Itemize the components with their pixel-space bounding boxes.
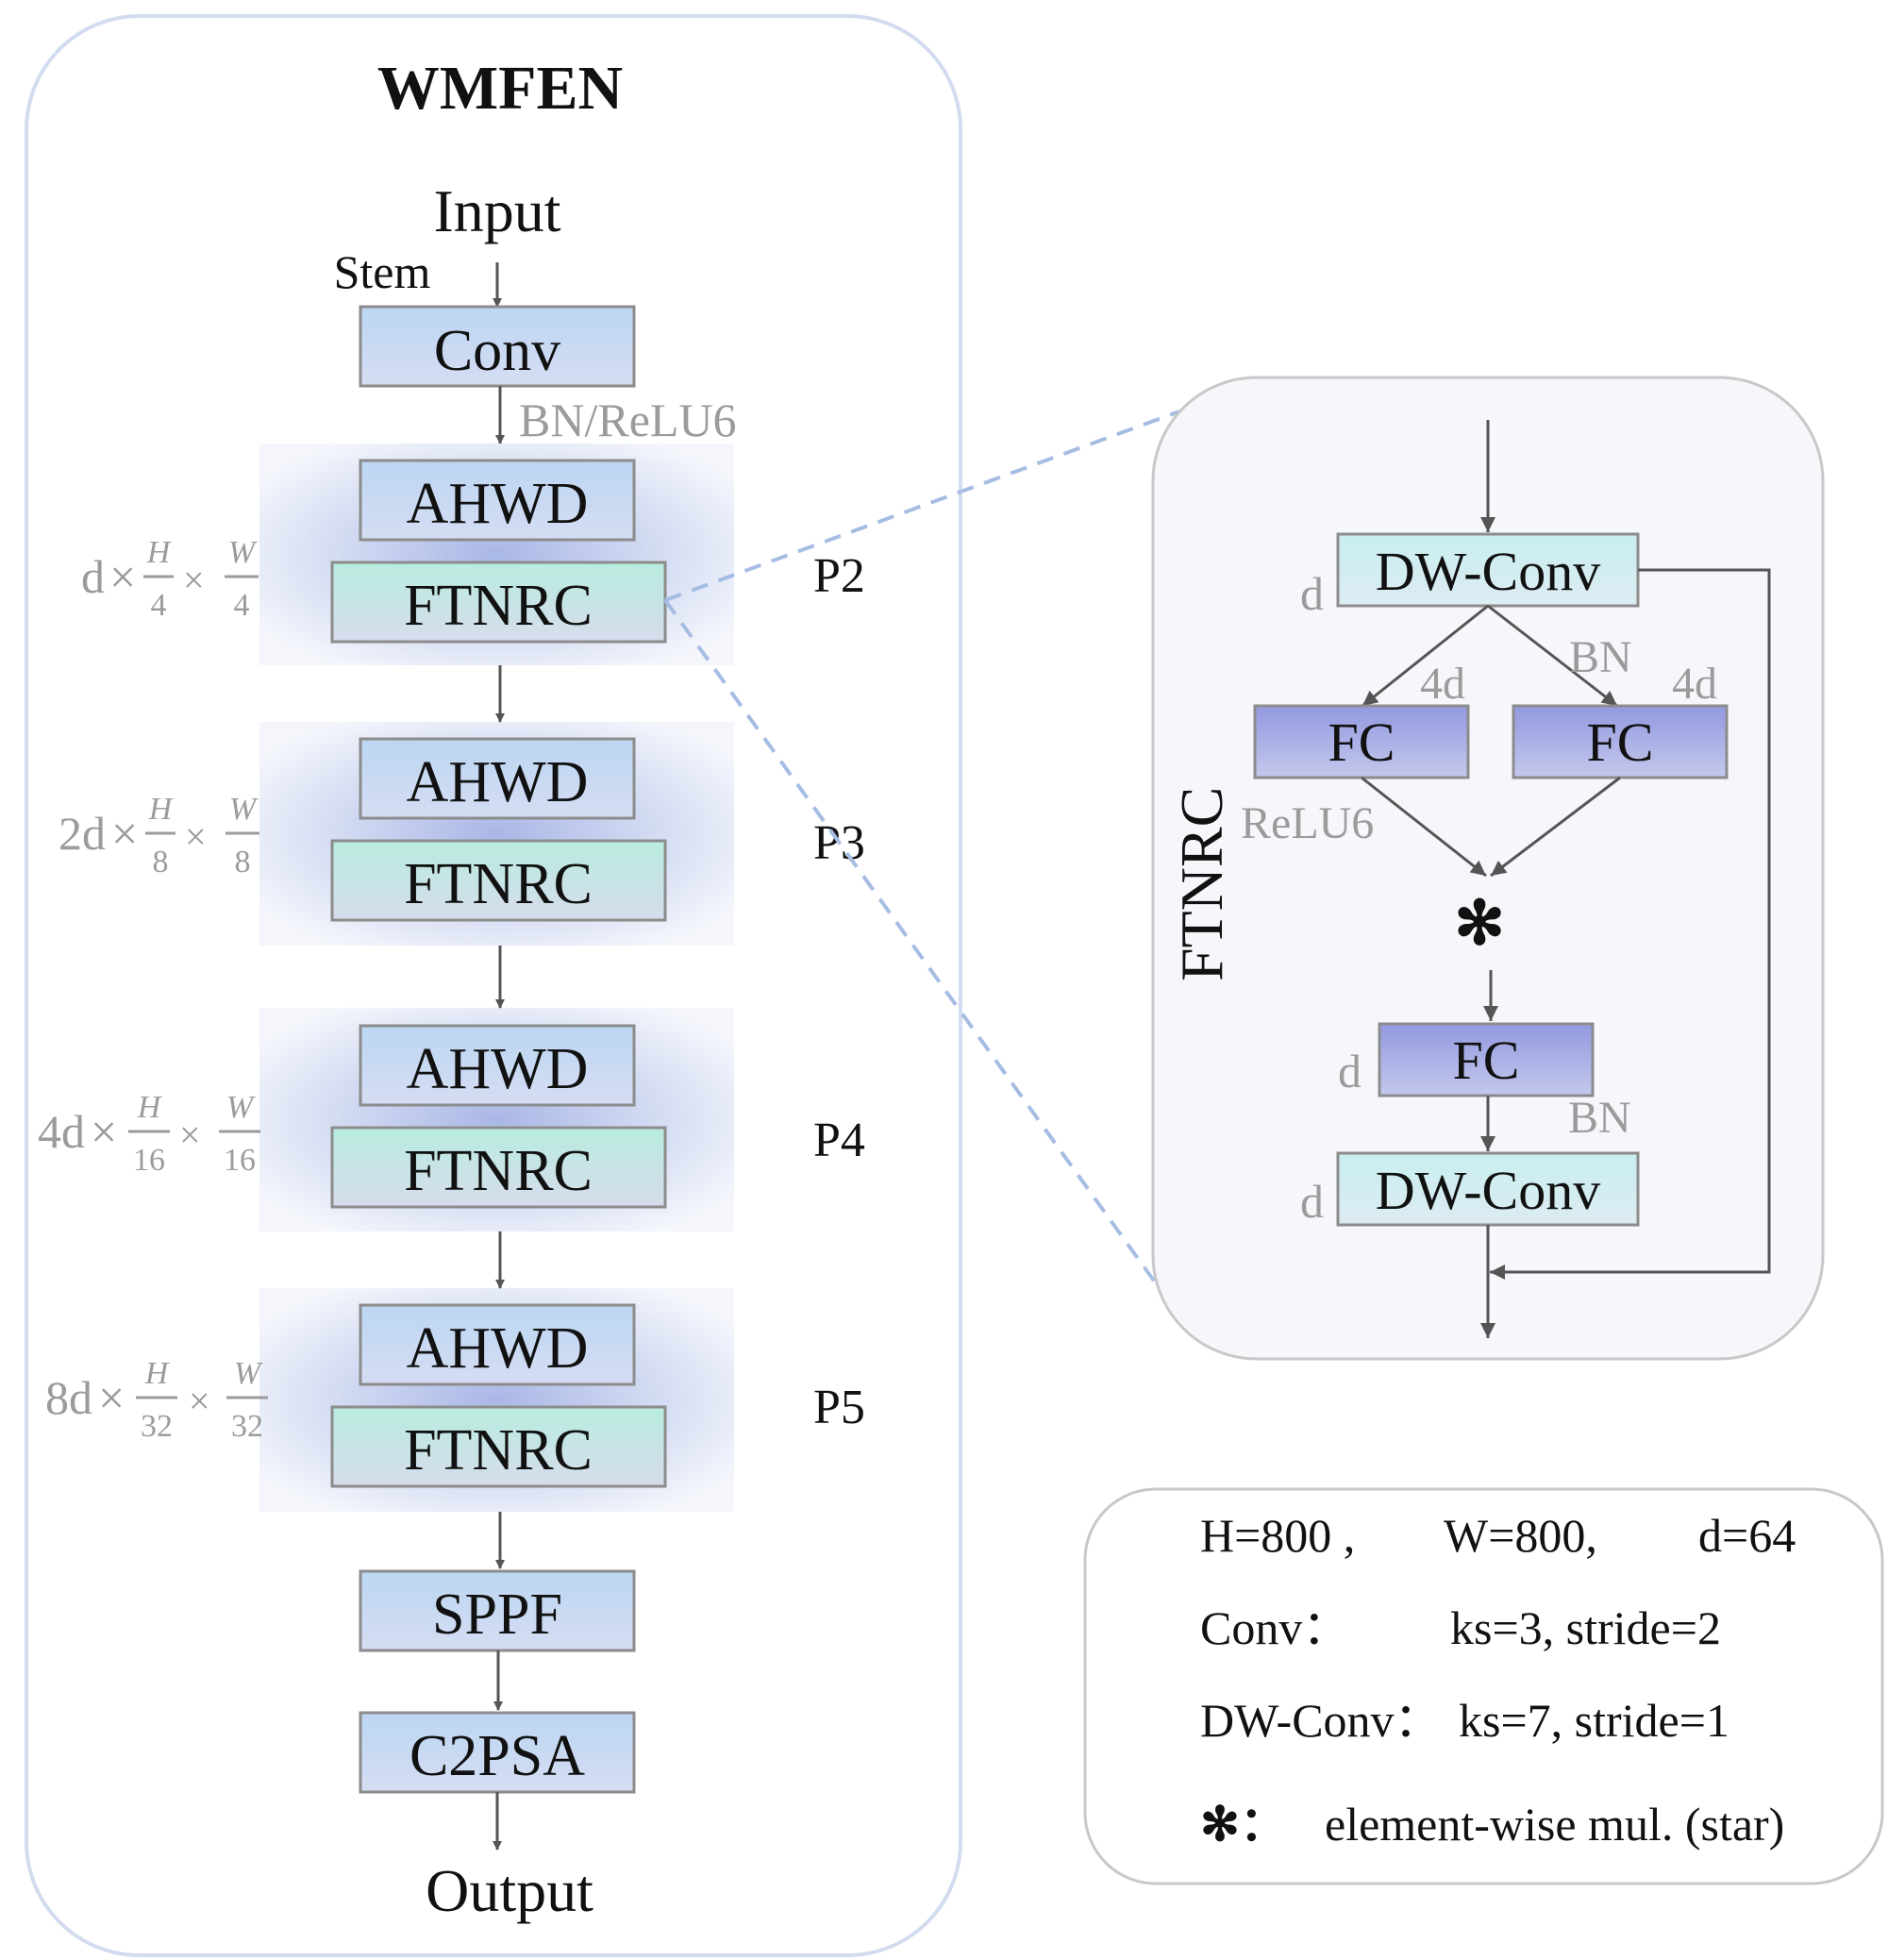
ahwd-block-p5 [359, 1303, 636, 1386]
svg-text:H: H [144, 1356, 171, 1391]
dwconv-bottom-block [1336, 1151, 1640, 1227]
conv-label: Conv [434, 319, 560, 383]
svg-text:8: 8 [153, 845, 169, 879]
c2psa-block [359, 1711, 636, 1794]
ftnrc-label-p4: FTNRC [404, 1139, 593, 1203]
fc-left-label: FC [1328, 712, 1395, 773]
dwconv-bottom-label: DW-Conv [1376, 1160, 1600, 1221]
legend-dwconv-name: DW-Conv： [1200, 1694, 1442, 1747]
svg-text:×: × [179, 1114, 201, 1156]
fc-bottom-label: FC [1453, 1030, 1520, 1091]
stage-label-p2: P2 [813, 549, 865, 603]
legend-conv-value: ks=3, stride=2 [1450, 1601, 1721, 1654]
size-annotation-p3: 2d × H 8 × W 8 [58, 792, 259, 879]
size-annotation-p2: d × H 4 × W 4 [81, 535, 259, 623]
svg-text:×: × [111, 807, 138, 860]
size-annotation-p5: 8d × H 32 × W 32 [45, 1356, 268, 1444]
ahwd-block-p4 [359, 1024, 636, 1107]
ftnrc-panel-title: FTNRC [1168, 787, 1235, 981]
svg-text:H: H [148, 792, 175, 827]
ahwd-label-p5: AHWD [407, 1316, 589, 1381]
ftnrc-panel [1151, 376, 1825, 1361]
fc-bottom-dim: d [1338, 1045, 1362, 1097]
stage-label-p4: P4 [813, 1114, 865, 1167]
svg-text:8d: 8d [45, 1371, 92, 1424]
svg-text:32: 32 [141, 1409, 173, 1444]
sppf-label: SPPF [432, 1583, 562, 1647]
svg-text:×: × [189, 1380, 210, 1422]
wmfen-title: WMFEN [377, 54, 623, 123]
dwconv-top-label: DW-Conv [1376, 541, 1600, 602]
legend-star-value: element-wise mul. (star) [1325, 1798, 1784, 1851]
ahwd-block-p3 [359, 737, 636, 820]
ftnrc-block-p3 [330, 839, 667, 922]
svg-text:16: 16 [224, 1143, 256, 1178]
svg-text:4: 4 [151, 588, 167, 623]
star-operator: ✻ [1454, 890, 1505, 957]
ahwd-label-p3: AHWD [407, 750, 589, 814]
ftnrc-block-p4 [330, 1126, 667, 1209]
fc-left-dim: 4d [1420, 659, 1465, 709]
svg-text:W: W [228, 535, 258, 570]
c2psa-label: C2PSA [409, 1724, 585, 1788]
bn-bottom-label: BN [1568, 1093, 1631, 1143]
size-annotation-p4: 4d × H 16 × W 16 [38, 1090, 260, 1178]
svg-text:×: × [185, 815, 207, 858]
fc-left-block [1253, 704, 1470, 779]
output-label: Output [426, 1857, 593, 1924]
svg-text:×: × [98, 1371, 125, 1424]
arrow-fc-left-star [1361, 776, 1487, 878]
legend-star-name: ✻： [1200, 1798, 1287, 1851]
svg-text:32: 32 [231, 1409, 263, 1444]
svg-text:W: W [234, 1356, 263, 1391]
ftnrc-block-p5 [330, 1405, 667, 1488]
fc-right-dim: 4d [1672, 659, 1717, 709]
svg-text:d: d [81, 550, 105, 603]
svg-text:8: 8 [235, 845, 251, 879]
stem-label: Stem [334, 245, 431, 298]
svg-text:W: W [226, 1090, 256, 1125]
legend-d: d=64 [1698, 1509, 1796, 1562]
legend-w: W=800, [1444, 1509, 1597, 1562]
bn-top-label: BN [1569, 632, 1632, 682]
svg-text:H: H [146, 535, 173, 570]
ftnrc-label-p3: FTNRC [404, 852, 593, 916]
legend-conv-name: Conv： [1200, 1601, 1349, 1654]
arrow-fc-right-star [1490, 776, 1621, 878]
svg-text:4: 4 [234, 588, 250, 623]
svg-text:H: H [137, 1090, 163, 1125]
svg-text:×: × [109, 550, 136, 603]
svg-text:2d: 2d [58, 807, 106, 860]
input-label: Input [433, 177, 560, 244]
legend-dwconv-value: ks=7, stride=1 [1459, 1694, 1729, 1747]
zoom-line-top [664, 410, 1180, 602]
ahwd-label-p4: AHWD [407, 1037, 589, 1101]
legend-panel [1083, 1487, 1884, 1885]
svg-text:W: W [229, 792, 259, 827]
ahwd-block-p2 [359, 459, 636, 542]
bn-relu-label: BN/ReLU6 [519, 394, 737, 446]
svg-text:16: 16 [133, 1143, 165, 1178]
fc-right-label: FC [1587, 712, 1654, 773]
stage-label-p5: P5 [813, 1381, 865, 1434]
dwconv-bottom-dim: d [1300, 1175, 1324, 1228]
dwconv-top-dim: d [1300, 567, 1324, 620]
fc-bottom-block [1378, 1022, 1595, 1097]
ftnrc-label-p2: FTNRC [404, 574, 593, 638]
ftnrc-block-p2 [330, 561, 667, 644]
legend-h: H=800 , [1200, 1509, 1355, 1562]
arrow-dw-fc-right [1487, 604, 1618, 708]
conv-block [359, 305, 636, 388]
svg-text:×: × [183, 559, 205, 601]
ftnrc-label-p5: FTNRC [404, 1418, 593, 1483]
svg-text:×: × [91, 1105, 117, 1158]
svg-text:4d: 4d [38, 1105, 85, 1158]
skip-connection [1490, 568, 1771, 1280]
ahwd-label-p2: AHWD [407, 472, 589, 536]
relu-label: ReLU6 [1241, 798, 1374, 848]
arrow-dw-fc-left [1362, 604, 1489, 708]
